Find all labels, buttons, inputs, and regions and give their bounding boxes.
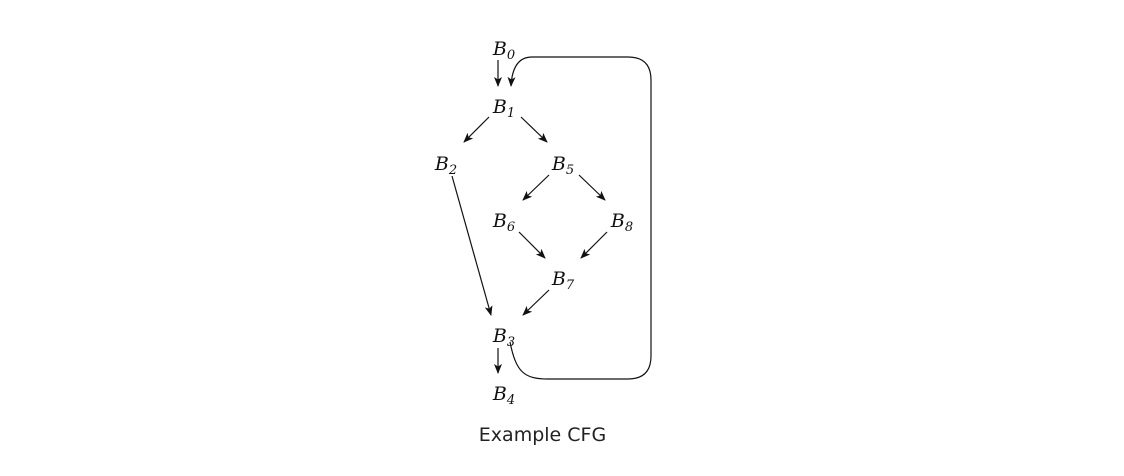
node-b6-subscript: 6 (507, 220, 515, 235)
node-b5: B5 (551, 153, 574, 178)
edge-b7-to-b3 (522, 289, 550, 316)
edge-b8-to-b7 (580, 231, 608, 259)
node-b0-subscript: 0 (507, 48, 515, 63)
edge-b2-to-b3 (451, 175, 493, 316)
back-edge-b3-to-b1 (507, 56, 652, 380)
edge-b1-to-b2 (463, 116, 490, 143)
node-b2-subscript: 2 (448, 163, 457, 178)
edge-b5-to-b8 (578, 174, 606, 201)
edge-b1-to-b5 (520, 116, 548, 143)
node-b3-subscript: 3 (507, 335, 515, 350)
node-b8: B8 (610, 210, 633, 235)
edge-b6-to-b7 (518, 231, 546, 259)
node-b4: B4 (492, 383, 515, 408)
node-b1-subscript: 1 (507, 106, 515, 121)
node-b4-subscript: 4 (506, 393, 515, 408)
edge-b5-to-b6 (522, 174, 550, 201)
node-b2: B2 (434, 153, 457, 178)
node-b5-subscript: 5 (566, 163, 574, 178)
node-b8-subscript: 8 (625, 220, 633, 235)
node-b6: B6 (492, 210, 515, 235)
edges-layer (451, 56, 652, 380)
node-b3: B3 (492, 325, 515, 350)
diagram-caption: Example CFG (478, 424, 607, 446)
node-b7: B7 (551, 268, 575, 293)
node-b0: B0 (492, 38, 515, 63)
node-b7-subscript: 7 (566, 278, 575, 293)
node-b1: B1 (492, 96, 515, 121)
